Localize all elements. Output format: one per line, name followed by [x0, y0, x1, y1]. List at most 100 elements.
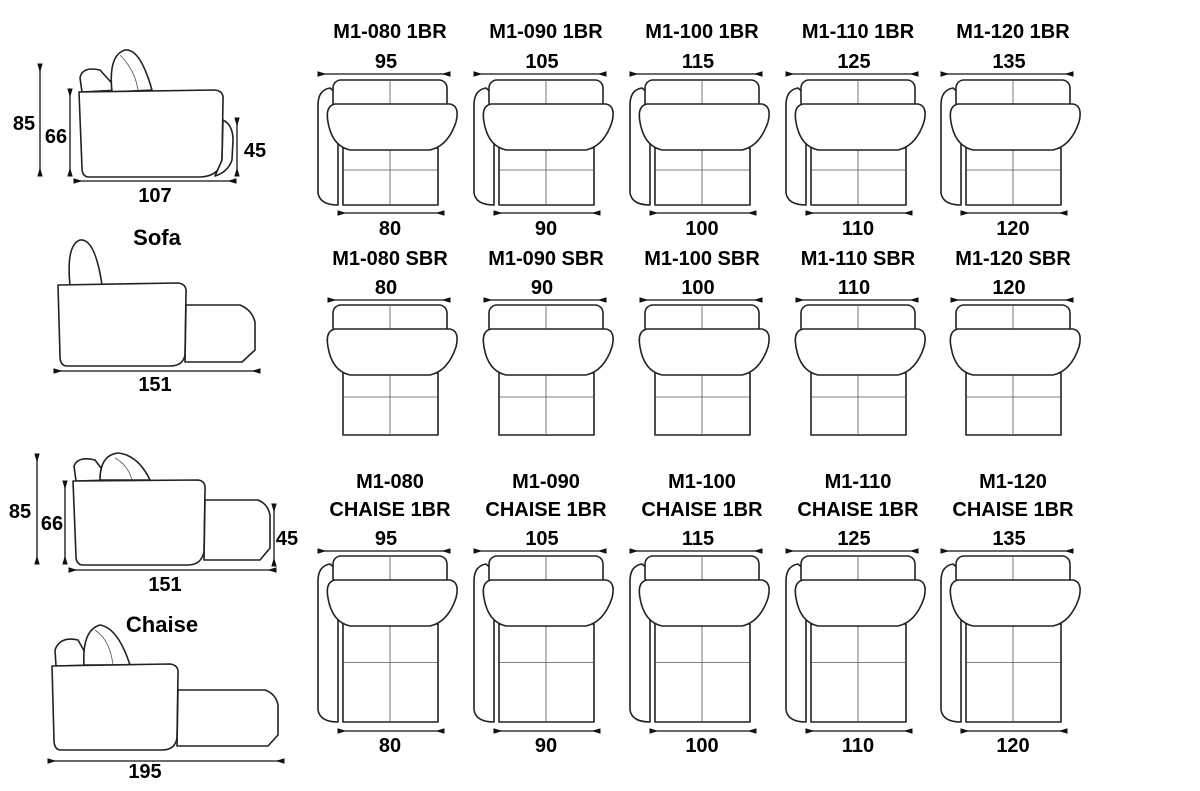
module-bottom-width: 100: [685, 218, 718, 240]
seat-base: [810, 623, 907, 723]
seat-cushion: [326, 328, 458, 376]
module-title: M1-120: [979, 471, 1047, 493]
seat-base: [342, 147, 439, 206]
module-bottom-width: 90: [535, 735, 557, 757]
seat-cushion: [949, 328, 1081, 376]
seat-cushion: [482, 103, 614, 151]
module-top-width: 120: [992, 277, 1025, 299]
seat-base: [654, 623, 751, 723]
sofa-extended-depth: 151: [138, 374, 171, 396]
seat-cushion: [326, 103, 458, 151]
sofa-extended-side-view: 151: [53, 239, 261, 396]
seat-base: [810, 147, 907, 206]
module-top-width: 125: [837, 51, 870, 73]
chaise-extended-side-view: 195: [47, 624, 285, 783]
chaise-side-view: 85 66 45 151 Chaise: [9, 452, 298, 637]
module-bottom-width: 120: [996, 218, 1029, 240]
module-title: CHAISE 1BR: [797, 499, 919, 521]
module-top-width: 135: [992, 528, 1025, 550]
module-top-width: 95: [375, 528, 397, 550]
module-top-width: 115: [682, 528, 714, 550]
seat-cushion: [794, 328, 926, 376]
module-top-width: 80: [375, 277, 397, 299]
chaise-depth: 151: [148, 574, 181, 596]
seat-base: [498, 623, 595, 723]
sofa-height-arm: 66: [45, 126, 67, 148]
module-top-width: 95: [375, 51, 397, 73]
seat-cushion: [794, 103, 926, 151]
chaise-extended-depth: 195: [128, 761, 161, 783]
module-top-width: 100: [681, 277, 714, 299]
module-title: CHAISE 1BR: [952, 499, 1074, 521]
chaise-height-arm: 66: [41, 513, 63, 535]
module-top-width: 90: [531, 277, 553, 299]
seat-base: [498, 372, 595, 436]
module-title: M1-120 1BR: [956, 21, 1070, 43]
module-2-1: M1-080 SBR 80: [326, 248, 458, 436]
module-title: M1-100 1BR: [645, 21, 759, 43]
module-title: M1-080 1BR: [333, 21, 447, 43]
sofa-height-seat: 45: [244, 140, 266, 162]
module-title: CHAISE 1BR: [485, 499, 607, 521]
module-top-width: 115: [682, 51, 714, 73]
module-2-4: M1-110 SBR 110: [794, 248, 926, 436]
module-bottom-width: 100: [685, 735, 718, 757]
seat-base: [965, 147, 1062, 206]
chaise-height-total: 85: [9, 501, 31, 523]
module-bottom-width: 90: [535, 218, 557, 240]
module-title: M1-080 SBR: [332, 248, 448, 270]
sofa-depth: 107: [138, 185, 171, 207]
module-1-5: M1-120 1BR 135 120: [940, 21, 1081, 240]
module-2-5: M1-120 SBR 120: [949, 248, 1081, 436]
module-2-2: M1-090 SBR 90: [482, 248, 614, 436]
module-top-width: 125: [837, 528, 870, 550]
module-1-2: M1-090 1BR 105 90: [473, 21, 614, 240]
module-title: CHAISE 1BR: [641, 499, 763, 521]
seat-cushion: [638, 103, 770, 151]
module-1-4: M1-110 1BR 125 110: [785, 21, 926, 240]
module-bottom-width: 120: [996, 735, 1029, 757]
module-top-width: 105: [525, 528, 558, 550]
seat-base: [965, 372, 1062, 436]
module-bottom-width: 110: [842, 735, 874, 757]
module-title: M1-120 SBR: [955, 248, 1071, 270]
module-2-3: M1-100 SBR 100: [638, 248, 770, 436]
chaise-height-seat: 45: [276, 528, 298, 550]
seat-cushion: [794, 579, 926, 627]
seat-base: [654, 147, 751, 206]
module-title: M1-090 SBR: [488, 248, 604, 270]
module-bottom-width: 110: [842, 218, 874, 240]
module-top-width: 135: [992, 51, 1025, 73]
module-bottom-width: 80: [379, 218, 401, 240]
sofa-label: Sofa: [133, 225, 181, 250]
seat-base: [342, 372, 439, 436]
module-title: M1-100 SBR: [644, 248, 760, 270]
module-top-width: 110: [838, 277, 870, 299]
module-title: M1-110 SBR: [801, 248, 916, 270]
module-title: M1-090: [512, 471, 580, 493]
module-top-width: 105: [525, 51, 558, 73]
seat-base: [965, 623, 1062, 723]
module-title: M1-100: [668, 471, 736, 493]
seat-cushion: [638, 579, 770, 627]
module-bottom-width: 80: [379, 735, 401, 757]
seat-base: [498, 147, 595, 206]
module-title: M1-090 1BR: [489, 21, 603, 43]
seat-base: [342, 623, 439, 723]
module-title: CHAISE 1BR: [329, 499, 451, 521]
sofa-height-total: 85: [13, 113, 35, 135]
module-title: M1-080: [356, 471, 424, 493]
sofa-side-view: 85 66 45 107 Sofa: [13, 49, 266, 250]
module-title: M1-110 1BR: [802, 21, 915, 43]
seat-cushion: [949, 579, 1081, 627]
seat-cushion: [326, 579, 458, 627]
module-title: M1-110: [825, 471, 892, 493]
module-1-1: M1-080 1BR 95 80: [317, 21, 458, 240]
module-1-3: M1-100 1BR 115 100: [629, 21, 770, 240]
seat-base: [654, 372, 751, 436]
